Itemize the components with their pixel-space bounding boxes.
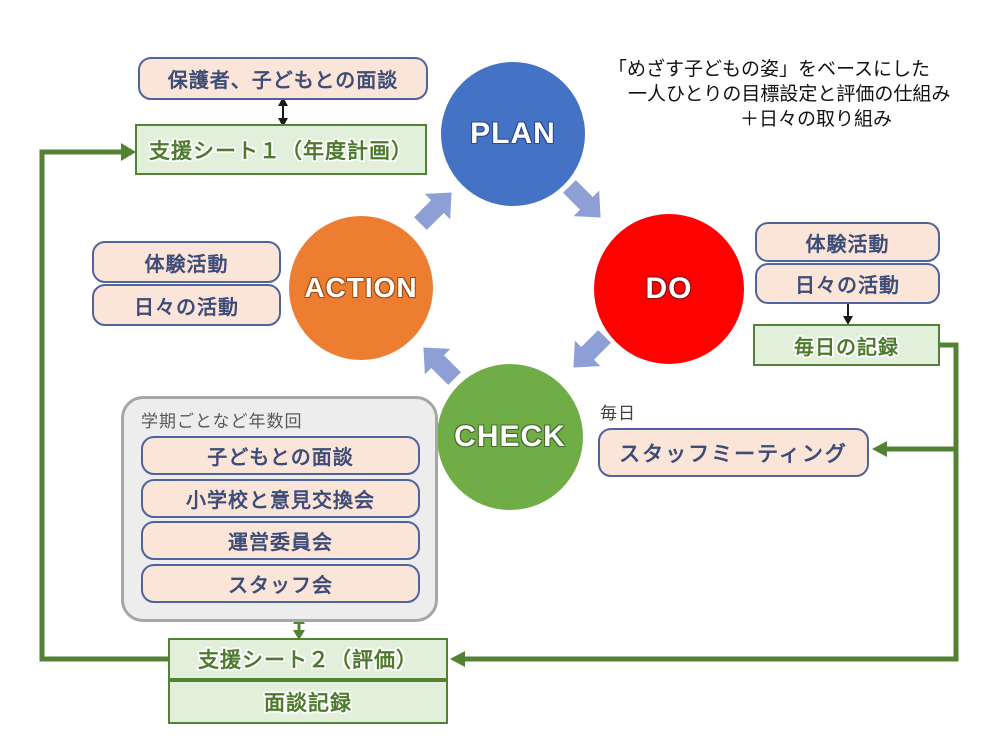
school-exchange-box: 小学校と意見交換会 bbox=[141, 479, 420, 518]
annotation-text: 「めざす子どもの姿」をベースにした 一人ひとりの目標設定と評価の仕組み ＋日々の… bbox=[608, 57, 960, 132]
annotation-line-3: ＋日々の取り組み bbox=[739, 109, 892, 130]
plan-label: PLAN bbox=[470, 117, 556, 150]
interview-record-box: 面談記録 bbox=[168, 680, 448, 724]
annotation-line-1: 「めざす子どもの姿」をベースにした bbox=[608, 59, 931, 80]
periodic-frequency-label: 学期ごとなど年数回 bbox=[141, 412, 303, 431]
staff-meeting-box: スタッフミーティング bbox=[598, 428, 869, 477]
arrowhead-into-staff-meeting bbox=[872, 441, 887, 457]
support-sheet2-box: 支援シート２（評価） bbox=[168, 638, 448, 680]
cycle-arrow-do-to-check bbox=[573, 330, 611, 368]
double-arrow-periodic-bottom-head bbox=[293, 630, 305, 640]
arrowhead-into-sheet2 bbox=[450, 651, 465, 667]
do-experience-activity-box: 体験活動 bbox=[755, 222, 940, 262]
cycle-arrow-plan-to-do bbox=[563, 180, 601, 218]
arrow-activity-to-record-head bbox=[843, 316, 853, 325]
do-circle: DO bbox=[594, 214, 744, 364]
check-label: CHECK bbox=[454, 420, 566, 453]
annotation-line-2: 一人ひとりの目標設定と評価の仕組み bbox=[628, 84, 951, 105]
double-arrow-bottom-head bbox=[278, 118, 288, 127]
flow-line-right-loop bbox=[464, 342, 959, 662]
plan-circle: PLAN bbox=[441, 62, 585, 206]
periodic-review-group: 学期ごとなど年数回 子どもとの面談 小学校と意見交換会 運営委員会 スタッフ会 bbox=[121, 396, 438, 622]
steering-committee-box: 運営委員会 bbox=[141, 521, 420, 560]
check-circle: CHECK bbox=[437, 364, 583, 510]
cycle-arrow-action-to-plan bbox=[414, 192, 452, 230]
parent-child-interview-box: 保護者、子どもとの面談 bbox=[138, 57, 428, 100]
child-interview-box: 子どもとの面談 bbox=[141, 436, 420, 475]
do-label: DO bbox=[645, 272, 693, 305]
action-experience-activity-box: 体験活動 bbox=[92, 241, 281, 283]
staff-meeting-periodic-box: スタッフ会 bbox=[141, 564, 420, 603]
action-circle: ACTION bbox=[289, 216, 433, 360]
action-label: ACTION bbox=[304, 272, 418, 303]
double-arrow-top-head bbox=[278, 97, 288, 106]
action-daily-activity-box: 日々の活動 bbox=[92, 284, 281, 326]
cycle-arrow-check-to-action bbox=[423, 347, 461, 385]
do-daily-activity-box: 日々の活動 bbox=[755, 263, 940, 304]
daily-frequency-label: 毎日 bbox=[600, 404, 636, 423]
flow-line-left-loop bbox=[39, 149, 168, 662]
arrowhead-into-sheet1 bbox=[121, 143, 136, 161]
daily-record-box: 毎日の記録 bbox=[753, 324, 940, 366]
support-sheet1-box: 支援シート１（年度計画） bbox=[135, 124, 427, 175]
